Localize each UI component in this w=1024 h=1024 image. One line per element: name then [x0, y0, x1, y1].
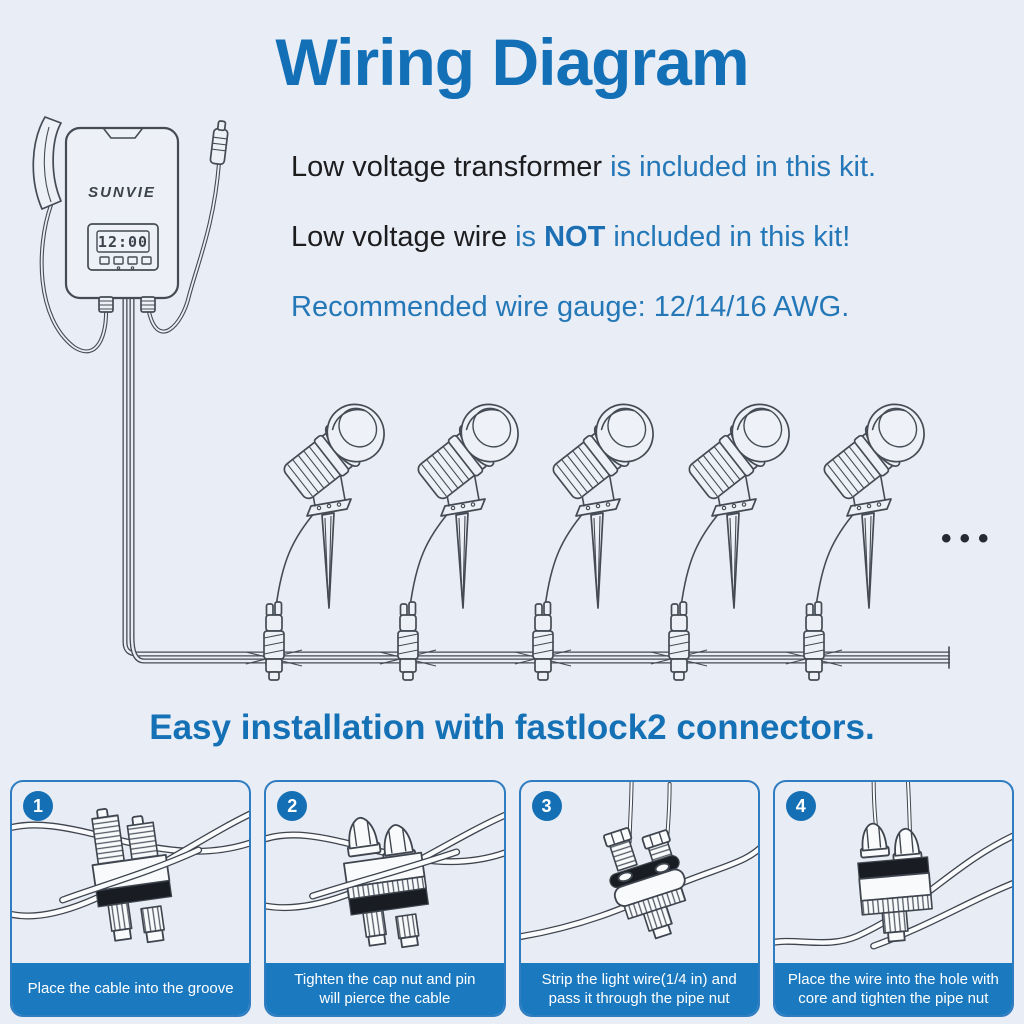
step-1-number: 1 — [32, 795, 43, 816]
step-4-caption: Place the wire into the hole with core an… — [774, 963, 1012, 1015]
step-2-number: 2 — [287, 795, 298, 816]
step-panel-3: 3 — [518, 780, 760, 1017]
spotlight-1 — [245, 392, 397, 681]
spotlight-2 — [379, 392, 531, 681]
step-3-caption: Strip the light wire(1/4 in) and pass it … — [520, 963, 758, 1015]
step-4-caption-line1: Place the wire into the hole with — [787, 970, 999, 988]
cable-glands — [98, 296, 156, 313]
note-wire-not: NOT — [544, 221, 606, 253]
note-transformer-black: Low voltage transformer — [291, 151, 611, 183]
note-wire-black: Low voltage wire — [291, 221, 516, 253]
power-plug-icon — [32, 116, 62, 210]
step-2-number-badge: 2 — [277, 791, 308, 821]
note-wire-gauge: Recommended wire gauge: 12/14/16 AWG. — [291, 291, 850, 323]
step-3-illustration — [520, 782, 758, 941]
step-2-caption-line1: Tighten the cap nut and pin — [294, 970, 476, 988]
page-title: Wiring Diagram — [275, 25, 749, 99]
spotlight-4 — [650, 392, 802, 681]
step-3-number-badge: 3 — [531, 791, 562, 821]
installation-steps: 1 Place the cabl — [10, 780, 1014, 1017]
step-2-caption-line2: will pierce the cable — [319, 990, 451, 1007]
step-panel-4: 4 — [772, 780, 1014, 1017]
note-wire-blue-post: included in this kit! — [605, 221, 851, 253]
step-4-illustration — [774, 782, 1012, 950]
step-1-illustration — [12, 808, 250, 944]
light-sensor-icon — [209, 120, 229, 166]
step-4-number: 4 — [795, 795, 806, 816]
spotlight-row — [245, 392, 937, 681]
step-2-illustration — [266, 812, 504, 949]
step-panel-2: 2 — [264, 780, 506, 1017]
step-1-caption-line1: Place the cable into the groove — [27, 980, 234, 998]
step-1-number-badge: 1 — [23, 791, 53, 821]
transformer-wires — [39, 161, 950, 669]
step-panel-1: 1 Place the cabl — [10, 780, 252, 1017]
transformer-brand-label: SUNVIE — [88, 184, 156, 201]
step-2-caption: Tighten the cap nut and pin will pierce t… — [266, 963, 504, 1015]
spotlight-3 — [514, 392, 666, 681]
note-wire-blue-pre: is — [515, 221, 545, 253]
step-1-caption: Place the cable into the groove — [12, 963, 250, 1015]
connector-with-pipe-nuts — [602, 827, 686, 940]
step-4-number-badge: 4 — [785, 791, 816, 821]
note-wire: Low voltage wire is NOT included in this… — [291, 221, 850, 254]
section-title: Easy installation with fastlock2 connect… — [149, 708, 875, 747]
step-4-caption-line2: core and tighten the pipe nut — [798, 990, 989, 1007]
timer-buttons — [99, 256, 152, 270]
transformer-box: SUNVIE 12:00 — [64, 126, 180, 313]
step-3-number: 3 — [541, 795, 552, 816]
spotlight-5 — [785, 392, 937, 681]
connector-wired — [856, 822, 933, 943]
note-transformer-blue: is included in this kit. — [610, 151, 877, 183]
timer-display-value: 12:00 — [98, 233, 148, 251]
step-3-caption-line1: Strip the light wire(1/4 in) and — [541, 970, 737, 988]
more-lights-ellipsis-icon: ••• — [941, 522, 997, 555]
note-transformer: Low voltage transformer is included in t… — [291, 151, 876, 184]
step-3-caption-line2: pass it through the pipe nut — [548, 990, 730, 1007]
